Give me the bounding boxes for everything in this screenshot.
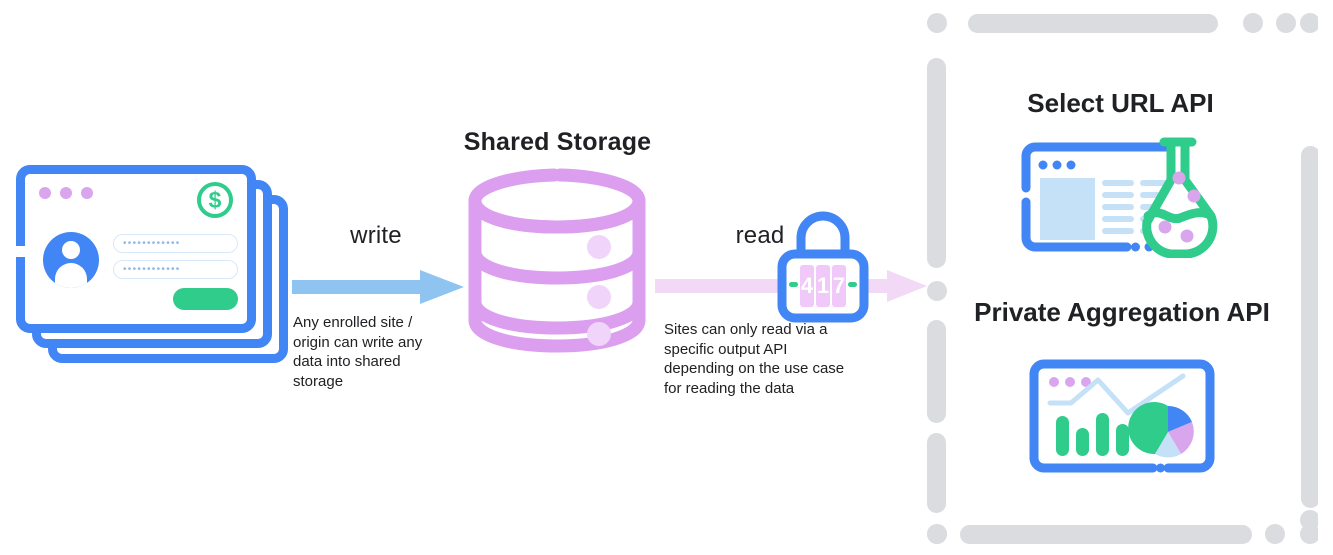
submit-button[interactable] (173, 288, 238, 310)
dollar-glyph: $ (208, 186, 222, 213)
window-dots (39, 187, 93, 199)
browser-flask-icon (1021, 137, 1218, 258)
lock-digit-1: 4 (801, 273, 814, 298)
card-edge-notch (16, 246, 25, 257)
browser-charts-icon (1029, 359, 1215, 473)
write-label: write (350, 222, 402, 249)
password-field-2-value: •••••••••••• (123, 264, 181, 275)
lock-digit-3: 7 (833, 273, 845, 298)
password-field-2[interactable]: •••••••••••• (113, 260, 238, 279)
site-card-front: $ •••••••••••• •••••••••••• (16, 165, 256, 333)
write-arrow-icon (292, 270, 464, 304)
site-card-stack: $ •••••••••••• •••••••••••• (16, 165, 291, 365)
combination-lock-icon: 4 1 7 (777, 211, 869, 323)
database-cylinder-icon (468, 168, 646, 353)
dollar-badge-icon: $ (197, 182, 233, 218)
read-label: read (735, 222, 785, 249)
read-note: Sites can only read via a specific outpu… (664, 321, 845, 397)
lock-digit-2: 1 (817, 273, 829, 298)
output-apis-panel (927, 13, 1318, 544)
avatar-body (55, 263, 87, 288)
password-field-1[interactable]: •••••••••••• (113, 234, 238, 253)
avatar-head (62, 241, 80, 259)
write-note: Any enrolled site / origin can write any… (293, 314, 423, 390)
select-url-api-title: Select URL API (1027, 88, 1214, 118)
avatar (43, 232, 99, 288)
window-dot-icon (39, 187, 51, 199)
window-dot-icon (81, 187, 93, 199)
password-field-1-value: •••••••••••• (123, 238, 181, 249)
private-aggregation-api-title: Private Aggregation API (974, 297, 1270, 327)
window-dot-icon (60, 187, 72, 199)
shared-storage-title: Shared Storage (463, 128, 652, 156)
